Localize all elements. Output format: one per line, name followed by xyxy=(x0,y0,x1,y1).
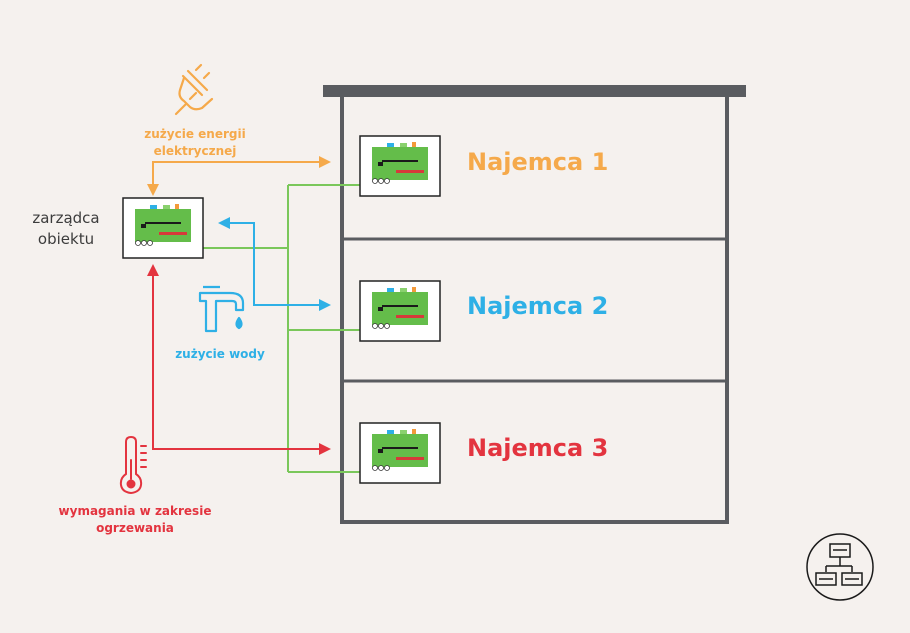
water-flow xyxy=(218,217,331,311)
tenant-2-label: Najemca 2 xyxy=(467,292,609,320)
electricity-arrow-down xyxy=(147,184,159,196)
water-arrow-right xyxy=(319,299,331,311)
heating-arrow-right xyxy=(319,443,331,455)
faucet-icon xyxy=(198,285,245,333)
tenant-2-device xyxy=(359,280,441,342)
tenant-1-device xyxy=(359,135,441,197)
tenant-3-device xyxy=(359,422,441,484)
heating-arrow-up xyxy=(147,264,159,276)
network-hierarchy-icon xyxy=(806,533,874,601)
electricity-arrow-right xyxy=(319,156,331,168)
water-label: zużycie wody xyxy=(175,347,265,361)
tenant-3-label: Najemca 3 xyxy=(467,434,609,462)
electricity-flow xyxy=(147,156,331,196)
tenant-1-label: Najemca 1 xyxy=(467,148,609,176)
water-arrow-left xyxy=(218,217,230,229)
manager-device xyxy=(122,197,204,259)
heating-flow xyxy=(147,264,331,455)
electricity-label: zużycie energii elektrycznej xyxy=(144,127,246,158)
manager-label: zarządca obiektu xyxy=(32,209,100,248)
plug-icon xyxy=(174,63,214,116)
thermometer-icon xyxy=(119,435,147,495)
building-roof xyxy=(323,85,746,97)
building xyxy=(323,85,746,524)
heating-label: wymagania w zakresie ogrzewania xyxy=(58,504,212,535)
